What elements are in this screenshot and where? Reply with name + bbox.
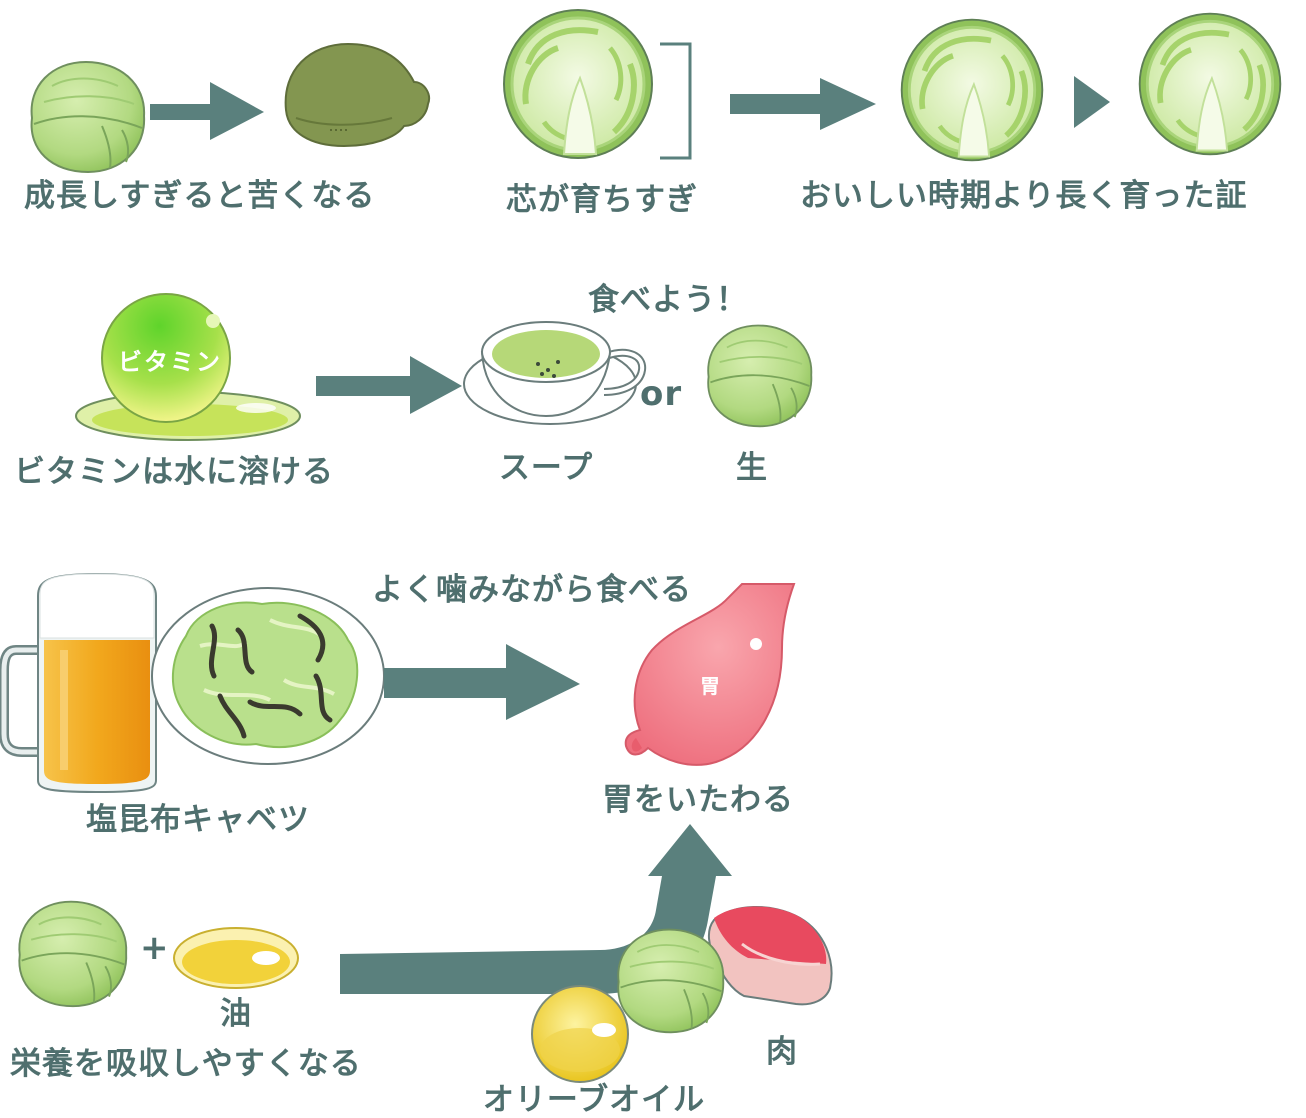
vitamin-ball-icon: [101, 293, 231, 423]
kelp-strips-icon: [208, 613, 333, 739]
salad-label: 塩昆布キャベツ: [86, 802, 310, 838]
arrow-grow-icon: [150, 82, 264, 140]
proof-label: おいしい時期より長く育った証: [800, 178, 1248, 214]
cabbage-normal-icon: [30, 61, 146, 173]
absorb-label: 栄養を吸収しやすくなる: [10, 1046, 362, 1082]
cut-cabbage-a-icon: [902, 20, 1043, 161]
or-label: or: [640, 374, 683, 414]
bitter-label: 成長しすぎると苦くなる: [24, 178, 376, 214]
cabbage-salad-icon: [171, 601, 359, 748]
arrow-stomach-icon: [384, 644, 580, 720]
chew-label: よく噛みながら食べる: [372, 572, 692, 608]
raw-cabbage-icon: [707, 324, 813, 428]
stomach-icon: [624, 583, 796, 766]
arrow-small-icon: [1074, 76, 1110, 128]
soup-label: スープ: [498, 450, 594, 486]
arrow-vitamin-icon: [316, 356, 462, 414]
core-label: 芯が育ちすぎ: [506, 182, 698, 218]
plus-label: +: [140, 928, 170, 968]
olive-label: オリーブオイル: [482, 1082, 706, 1118]
vitamin-caption: ビタミンは水に溶ける: [14, 454, 334, 490]
mug-handle-icon: [0, 645, 40, 757]
cabbage-olive-icon: [617, 928, 725, 1034]
cut-cabbage-b-icon: [1140, 14, 1281, 155]
vitamin-ball-label: ビタミン: [118, 348, 222, 376]
stomach-caption: 胃をいたわる: [602, 782, 794, 818]
raw-label: 生: [736, 450, 768, 486]
meat-label: 肉: [766, 1034, 798, 1070]
bitter-cabbage-icon: [284, 42, 430, 148]
eat-label: 食べよう！: [588, 282, 748, 318]
arrow-proof-icon: [730, 78, 876, 130]
bracket-icon: [660, 42, 692, 160]
cut-cabbage-core-icon: [504, 10, 652, 158]
oil-label: 油: [220, 996, 252, 1032]
cabbage-oil-icon: [18, 900, 128, 1008]
stomach-mark: 胃: [700, 674, 721, 698]
